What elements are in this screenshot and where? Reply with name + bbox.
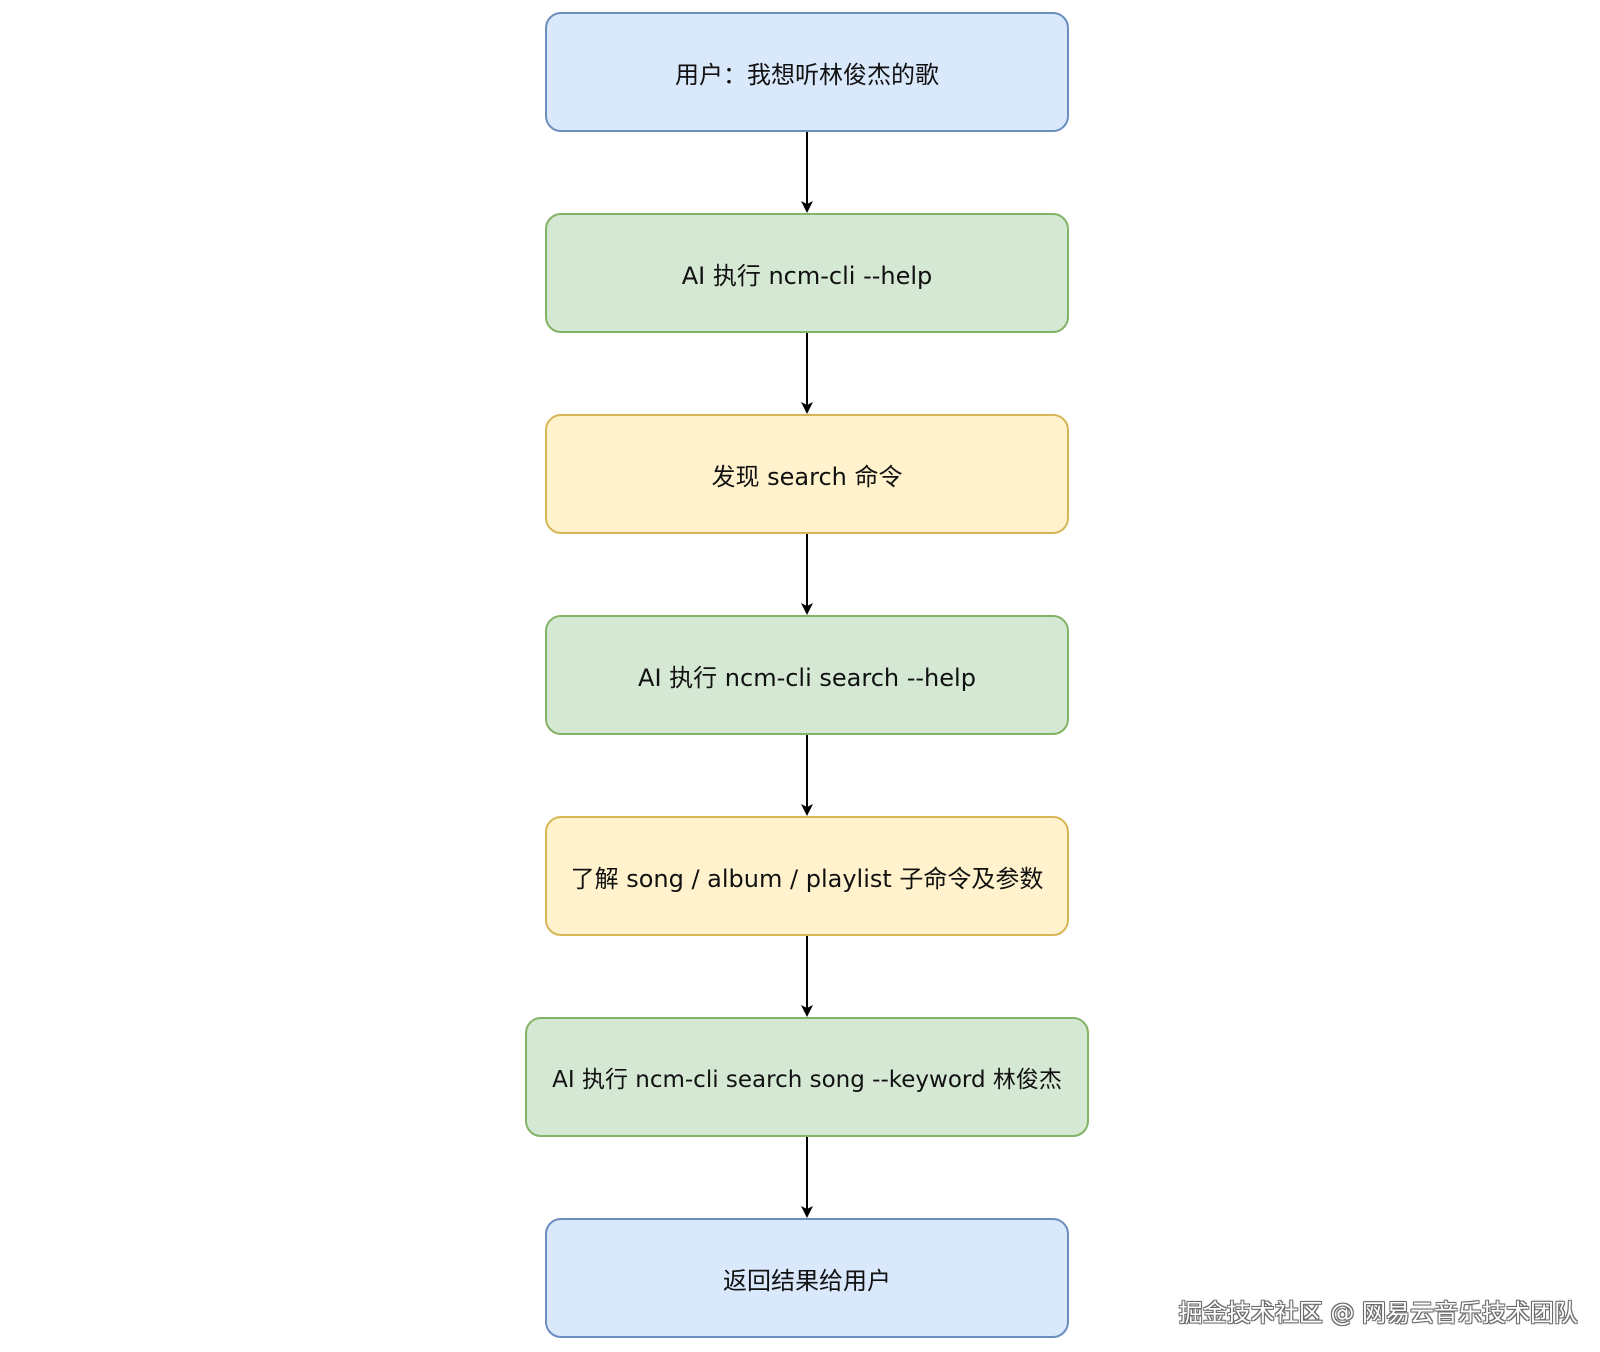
node-label: 用户：我想听林俊杰的歌 [675,60,939,89]
node-label: AI 执行 ncm-cli --help [681,261,933,290]
node-learn-subcommands: 了解 song / album / playlist 子命令及参数 [545,816,1069,936]
node-label: AI 执行 ncm-cli search --help [638,663,976,692]
node-ai-run-search-help: AI 执行 ncm-cli search --help [545,615,1069,735]
node-ai-run-search-song: AI 执行 ncm-cli search song --keyword 林俊杰 [525,1017,1089,1137]
node-ai-run-help: AI 执行 ncm-cli --help [545,213,1069,333]
node-user-request: 用户：我想听林俊杰的歌 [545,12,1069,132]
node-return-results: 返回结果给用户 [545,1218,1069,1338]
node-label: 了解 song / album / playlist 子命令及参数 [570,864,1044,893]
watermark: 掘金技术社区 @ 网易云音乐技术团队 [1178,1299,1578,1327]
node-label: AI 执行 ncm-cli search song --keyword 林俊杰 [552,1067,1062,1093]
node-label: 发现 search 命令 [711,462,903,491]
node-label: 返回结果给用户 [723,1266,891,1295]
node-discover-search: 发现 search 命令 [545,414,1069,534]
